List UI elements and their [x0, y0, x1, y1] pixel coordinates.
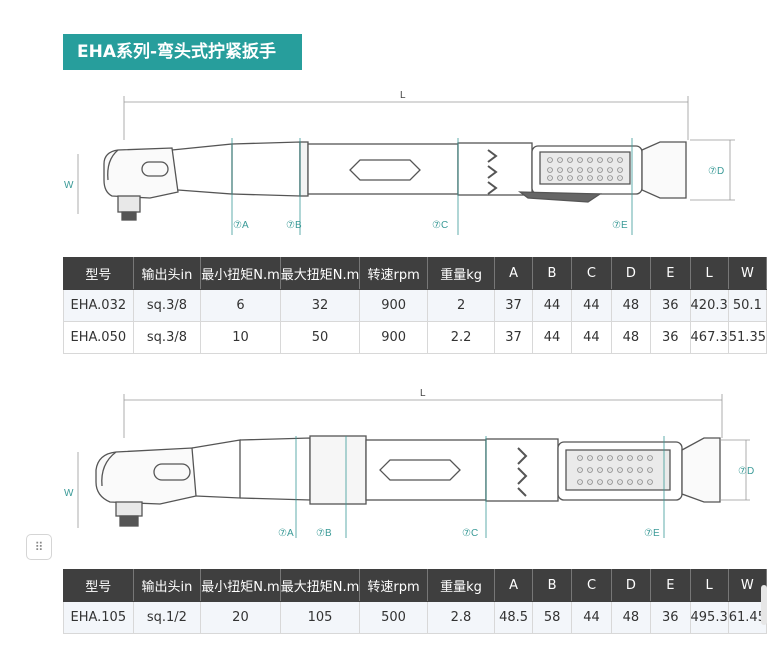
cell-w: 50.1 — [727, 289, 767, 322]
header-e: E — [650, 569, 691, 602]
header-weight: 重量kg — [426, 569, 496, 602]
dim-label-l: L — [400, 90, 406, 101]
cell-weight: 2.8 — [426, 601, 496, 634]
cell-e: 36 — [650, 289, 691, 322]
cell-c: 44 — [571, 321, 612, 354]
tool-drawing-eha-105: L W ⑦A ⑦B ⑦C ⑦D ⑦E — [64, 388, 754, 539]
header-model: 型号 — [63, 569, 134, 602]
header-a: A — [494, 257, 533, 290]
dim-label-b: ⑦B — [316, 528, 332, 539]
cell-c: 44 — [571, 601, 612, 634]
cell-speed: 500 — [359, 601, 428, 634]
dim-label-e: ⑦E — [612, 220, 628, 231]
grip-pattern — [577, 455, 653, 485]
header-a: A — [494, 569, 533, 602]
dim-label-a: ⑦A — [233, 220, 249, 231]
cell-a: 37 — [494, 321, 533, 354]
cell-e: 36 — [650, 601, 691, 634]
cell-output: sq.3/8 — [132, 289, 202, 322]
cell-l: 495.3 — [689, 601, 729, 634]
cell-b: 44 — [531, 289, 573, 322]
table-header-row: 型号 输出头in 最小扭矩N.m 最大扭矩N.m 转速rpm 重量kg A B … — [63, 257, 767, 290]
tool-drawing-eha-032-050: L W ⑦A ⑦B ⑦C ⑦D ⑦E — [64, 90, 735, 235]
header-max-torque: 最大扭矩N.m — [279, 257, 361, 290]
cell-weight: 2.2 — [426, 321, 496, 354]
dim-label-e: ⑦E — [644, 528, 660, 539]
cell-max-torque: 50 — [279, 321, 361, 354]
table-row: EHA.050 sq.3/8 10 50 900 2.2 37 44 44 48… — [63, 321, 767, 354]
dim-label-w: W — [64, 180, 74, 191]
spec-table-eha-032-050: 型号 输出头in 最小扭矩N.m 最大扭矩N.m 转速rpm 重量kg A B … — [63, 257, 767, 354]
cell-e: 36 — [650, 321, 691, 354]
cell-speed: 900 — [359, 321, 428, 354]
header-w: W — [727, 569, 767, 602]
dim-label-c: ⑦C — [462, 528, 478, 539]
cell-d: 48 — [610, 321, 652, 354]
header-w: W — [727, 257, 767, 290]
header-speed: 转速rpm — [359, 257, 428, 290]
dim-label-c: ⑦C — [432, 220, 448, 231]
grip-pattern — [547, 157, 623, 181]
cell-l: 420.3 — [689, 289, 729, 322]
header-min-torque: 最小扭矩N.m — [200, 569, 281, 602]
dim-label-d: ⑦D — [738, 466, 754, 477]
cell-d: 48 — [610, 601, 652, 634]
cell-w: 51.35 — [727, 321, 767, 354]
cell-b: 58 — [531, 601, 573, 634]
table-row: EHA.032 sq.3/8 6 32 900 2 37 44 44 48 36… — [63, 289, 767, 322]
header-model: 型号 — [63, 257, 134, 290]
dim-label-l: L — [420, 388, 426, 399]
header-b: B — [531, 569, 573, 602]
cell-speed: 900 — [359, 289, 428, 322]
header-l: L — [689, 257, 729, 290]
spec-table-eha-105: 型号 输出头in 最小扭矩N.m 最大扭矩N.m 转速rpm 重量kg A B … — [63, 569, 767, 634]
cell-output: sq.3/8 — [132, 321, 202, 354]
dim-label-b: ⑦B — [286, 220, 302, 231]
cell-d: 48 — [610, 289, 652, 322]
cell-a: 37 — [494, 289, 533, 322]
header-c: C — [571, 569, 612, 602]
header-output: 输出头in — [132, 569, 202, 602]
cell-max-torque: 32 — [279, 289, 361, 322]
cell-c: 44 — [571, 289, 612, 322]
header-weight: 重量kg — [426, 257, 496, 290]
dim-label-w: W — [64, 488, 74, 499]
drag-grip-icon[interactable]: ⠿ — [26, 534, 52, 560]
header-d: D — [610, 569, 652, 602]
cell-min-torque: 20 — [200, 601, 281, 634]
cell-l: 467.3 — [689, 321, 729, 354]
cell-a: 48.5 — [494, 601, 533, 634]
page-title: EHA系列-弯头式拧紧扳手 — [63, 34, 302, 70]
header-min-torque: 最小扭矩N.m — [200, 257, 281, 290]
cell-output: sq.1/2 — [132, 601, 202, 634]
cell-min-torque: 6 — [200, 289, 281, 322]
header-output: 输出头in — [132, 257, 202, 290]
header-c: C — [571, 257, 612, 290]
header-d: D — [610, 257, 652, 290]
header-b: B — [531, 257, 573, 290]
table-header-row: 型号 输出头in 最小扭矩N.m 最大扭矩N.m 转速rpm 重量kg A B … — [63, 569, 767, 602]
header-speed: 转速rpm — [359, 569, 428, 602]
header-e: E — [650, 257, 691, 290]
dim-label-d: ⑦D — [708, 166, 724, 177]
cell-model: EHA.032 — [63, 289, 134, 322]
cell-weight: 2 — [426, 289, 496, 322]
page-scrollbar[interactable] — [761, 585, 767, 625]
header-max-torque: 最大扭矩N.m — [279, 569, 361, 602]
header-l: L — [689, 569, 729, 602]
cell-model: EHA.050 — [63, 321, 134, 354]
table-row: EHA.105 sq.1/2 20 105 500 2.8 48.5 58 44… — [63, 601, 767, 634]
dim-label-a: ⑦A — [278, 528, 294, 539]
cell-max-torque: 105 — [279, 601, 361, 634]
cell-b: 44 — [531, 321, 573, 354]
cell-min-torque: 10 — [200, 321, 281, 354]
cell-model: EHA.105 — [63, 601, 134, 634]
